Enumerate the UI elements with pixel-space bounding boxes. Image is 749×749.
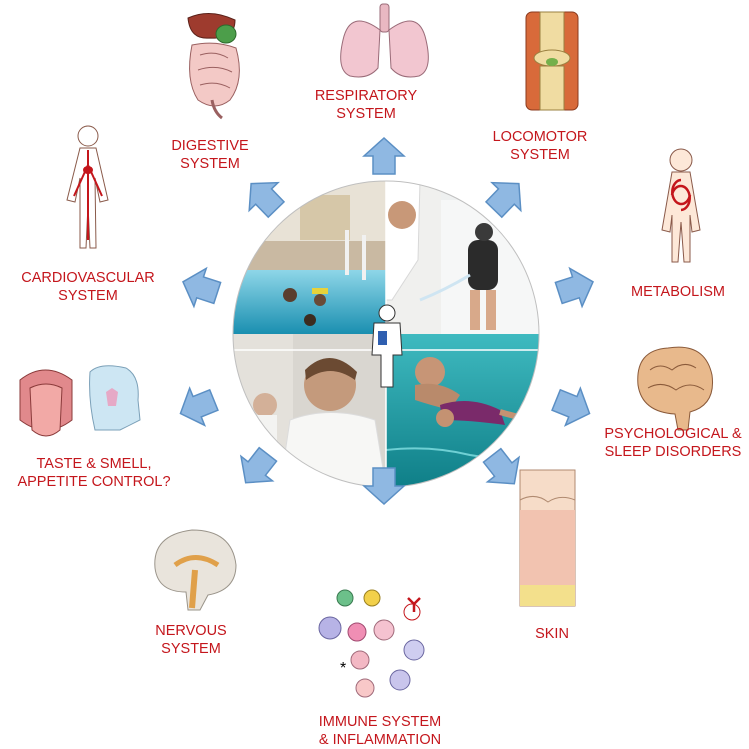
skin-label: SKIN [535, 626, 569, 642]
circulatory-body-icon [66, 125, 109, 249]
psych-sleep-label: PSYCHOLOGICAL &SLEEP DISORDERS [604, 426, 742, 460]
arrow-respiratory [363, 137, 405, 175]
metabolism-label: METABOLISM [631, 284, 725, 300]
arrow-psych [547, 380, 598, 433]
brain-section-icon [154, 529, 237, 611]
floating-pool-photo [385, 334, 539, 487]
arrow-metabolism [551, 262, 600, 313]
brain-icon [637, 346, 714, 431]
knee-joint-icon [525, 11, 579, 111]
arrow-digestive [235, 168, 292, 225]
central-photo-circle [233, 181, 539, 487]
arrow-locomotor [478, 168, 535, 225]
metabolism-body-icon [661, 148, 701, 263]
arrow-nervous [229, 441, 285, 496]
pool-exercise-photo [233, 181, 386, 334]
tongue-nose-icon [19, 365, 141, 437]
svg-text:*: * [340, 660, 346, 677]
immune-label: IMMUNE SYSTEM& INFLAMMATION [318, 714, 442, 748]
doctor-figure-icon [371, 304, 403, 388]
digestive-organs-icon [187, 13, 240, 120]
arrow-cardiovascular [176, 262, 225, 313]
taste-smell-label: TASTE & SMELL,APPETITE CONTROL? [17, 456, 171, 490]
lungs-icon [340, 3, 429, 78]
skin-layers-icon [519, 469, 576, 607]
immune-cells-icon: * [318, 589, 425, 698]
arrow-taste [172, 380, 223, 433]
